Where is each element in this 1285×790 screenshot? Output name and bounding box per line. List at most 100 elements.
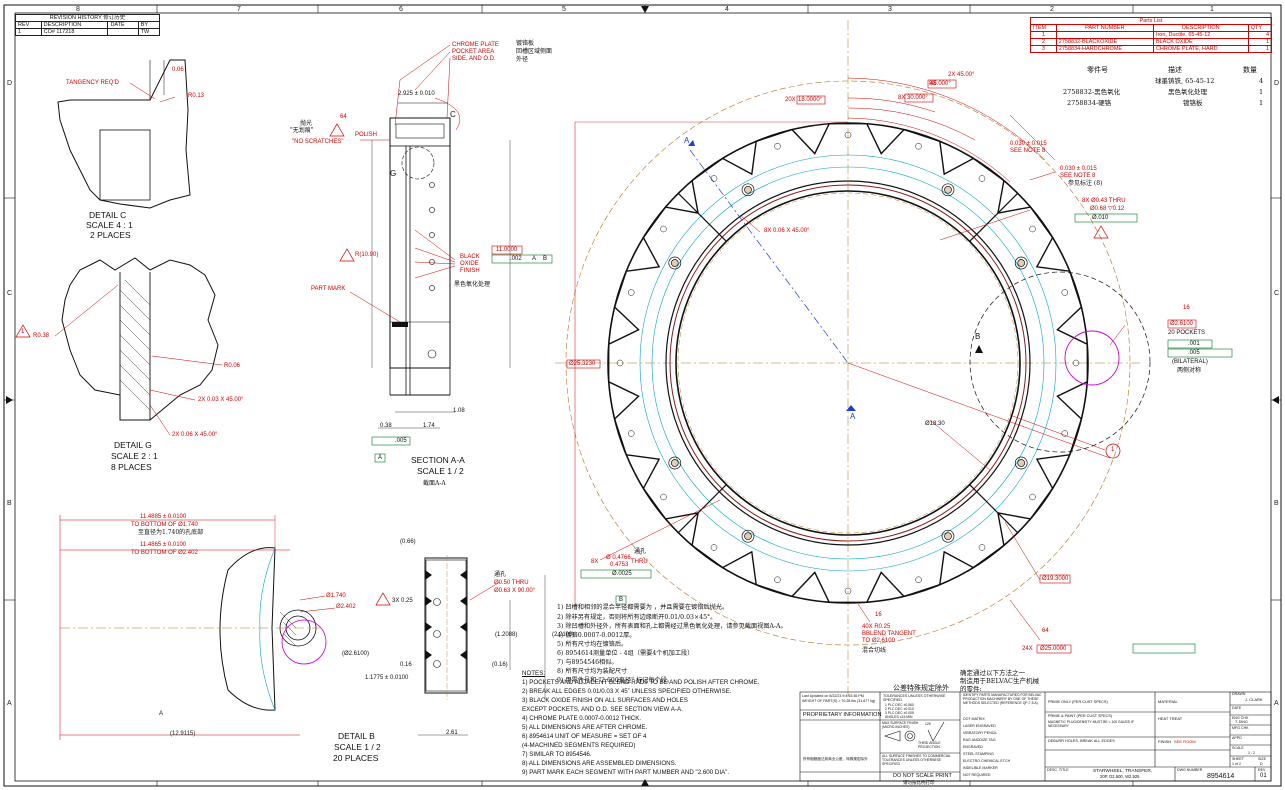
tb-last-updated: Last Updated on 8/22/23 9:4:53:36 PM: [802, 694, 864, 698]
tooth-marker: [1061, 289, 1069, 296]
note-cn-3: 3) 除凹槽和外径外，所有表面和孔上都需经过黑色氧化处理，请参见截面视图A-A。: [557, 623, 787, 630]
hole-thru: THRU: [631, 559, 648, 565]
tb-rev-value: 01: [1260, 773, 1267, 779]
detail-b-dim1: 11.4885 ± 0.0100: [140, 514, 187, 520]
seg-dim-066: (0.66): [400, 539, 416, 545]
note-6: 6) 8954614 UNIT OF MEASURE = SET OF 4: [522, 733, 647, 740]
detail-g-r006: R0.06: [224, 363, 241, 369]
tb-sheet: SHEET: [1232, 757, 1244, 761]
angle1-qty: 20X: [785, 97, 796, 103]
detail-b-title: DETAIL B: [338, 731, 375, 741]
tooth-marker: [978, 544, 986, 551]
holes-thru: 8X Ø0.43 THRU: [1082, 198, 1126, 204]
tb-third-angle: THIRD ANGLE PROJECTION: [918, 741, 941, 749]
tb-cn-comm: 所有粗糙度达到商业公差，特殊规定除外: [803, 757, 868, 761]
tb-prime: PRIME ONLY (PER CUST SPECS): [1048, 700, 1108, 704]
dim-174: 1.74: [423, 423, 435, 429]
detail-b-letter: A: [159, 711, 164, 717]
parts-header-part: PART NUMBER: [1055, 24, 1154, 32]
mounting-hole: [941, 183, 955, 197]
tb-rev-label: REV: [1258, 768, 1266, 772]
parts-list-title: Parts List: [1030, 17, 1272, 25]
rev-header-date: DATE: [107, 21, 139, 29]
tb-drawn-val: J. CLARK: [1245, 697, 1263, 702]
blend-cn: 混合切线: [862, 647, 887, 654]
mounting-hole: [1017, 259, 1026, 267]
seg-dim-11775: 1.1775 ± 0.0100: [365, 675, 409, 681]
tb-method: INDELIBLE MARKER: [963, 766, 998, 770]
mounting-hole: [744, 185, 752, 194]
note-4: 4) CHROME PLATE 0.0007-0.0012 THICK.: [522, 715, 642, 722]
segment-joint-line: [969, 484, 1019, 534]
angle2-qty: 8X: [929, 81, 937, 87]
polish-cn: 抛光: [300, 120, 313, 127]
blend-1: 40X R0.25: [862, 624, 891, 630]
mounting-hole: [941, 529, 955, 543]
tooth-marker: [978, 175, 986, 182]
tb-method: NOT REQUIRED: [963, 773, 991, 777]
tb-size: SIZE: [1258, 757, 1266, 761]
cn-row-part: 2758832-黑色氧化: [1063, 88, 1121, 96]
cn-header-qty: 数量: [1243, 66, 1257, 74]
mounting-hole: [1017, 459, 1026, 467]
tb-no-scale: DO NOT SCALE PRINT: [893, 773, 952, 779]
parts-cell: 3: [1030, 45, 1057, 53]
zone-top-2: 2: [1050, 6, 1054, 13]
bilateral: (BILATERAL): [1172, 359, 1208, 365]
chrome-cn2: 回槽区域侧面: [516, 48, 553, 55]
tb-method: VIBRATORY PENCIL: [963, 731, 998, 735]
zone-side-c: C: [7, 290, 13, 297]
zone-top-1: 1: [1210, 6, 1214, 13]
seg-thru-cn: 通孔: [494, 571, 507, 578]
tb-weight: WEIGHT OF PART(S) = 70.28 lbs (31.877 kg…: [802, 699, 876, 703]
tooth-marker: [1061, 430, 1069, 437]
note8-a: 0.030 ± 0.015: [1010, 141, 1047, 147]
section-scale: SCALE 1 / 2: [417, 466, 464, 476]
seg-dim-1208: (1.2088): [495, 632, 518, 638]
tooth-marker: [627, 430, 635, 437]
cn-row-part: 2758834-硬铬: [1067, 99, 1112, 107]
chamfer-8x: 8X 0.06 X 45.00°: [764, 228, 810, 234]
zone-side-a: A: [7, 700, 12, 707]
parts-cell: [1055, 31, 1154, 39]
detail-g-places: 8 PLACES: [111, 462, 152, 472]
detail-label-b: B: [975, 332, 981, 341]
mounting-hole: [944, 532, 952, 541]
section-title-cn: 截面A-A: [423, 480, 446, 487]
tol-datum-a: A: [532, 256, 537, 262]
tb-cn-sec: 公差特殊规定除外: [893, 684, 949, 692]
segment-side-view: [375, 499, 721, 736]
mounting-hole: [668, 256, 682, 270]
tb-eng-val: T. DING: [1235, 720, 1248, 724]
tb-desc-title: DESC. TITLE: [1047, 768, 1069, 772]
zone-side-c-right: C: [1274, 290, 1280, 297]
tb-heat-treat: HEAT TREAT: [1158, 716, 1183, 721]
seg-dim-2210: (2.2100): [552, 632, 575, 638]
dim-108: 1.08: [453, 408, 465, 414]
tb-method: ELECTRO CHEMICAL ETCH: [963, 759, 1011, 763]
parts-header-desc: DESCRIPTION: [1152, 24, 1249, 32]
tooth-marker: [915, 142, 922, 150]
zone-side-d-right: D: [1274, 80, 1280, 87]
black-oxide-cn: 黑色氧化处理: [454, 281, 491, 288]
tb-scale: SCALE: [1232, 746, 1244, 750]
cn-row-qty: 4: [1259, 77, 1264, 85]
tb-size-val: D: [1260, 762, 1263, 766]
tooth-marker: [915, 576, 922, 584]
chrome-line3: SIDE, AND O.D.: [452, 56, 496, 62]
section-radius: R(10.90): [355, 252, 379, 258]
note-2: 2) BREAK ALL EDGES 0.01/0.03 X 45˚ UNLES…: [522, 688, 732, 695]
note-6b: (4-MACHINED SEGMENTS REQUIRED): [522, 742, 636, 749]
note-cn-8: 8) 所有尺寸均为装配尺寸: [557, 668, 628, 675]
tb-no-scale-cn: 请勿按比例打印: [903, 781, 935, 786]
detail-g-r038: R0.38: [33, 333, 50, 339]
mounting-hole: [741, 529, 755, 543]
detail-b-view: [59, 515, 336, 740]
note8-cn: 参见标注 (8): [1068, 180, 1103, 187]
holes-cbore: Ø0.68 ▽0.12: [1090, 206, 1125, 212]
section-aa-view: [329, 44, 553, 463]
tb-method: STEEL STAMPING: [963, 752, 994, 756]
note-cn-5: 5) 所有尺寸均在镀铬后。: [557, 641, 628, 648]
cn-header-part: 零件号: [1087, 66, 1108, 74]
detail-b-hole1: Ø1.740: [326, 593, 346, 599]
